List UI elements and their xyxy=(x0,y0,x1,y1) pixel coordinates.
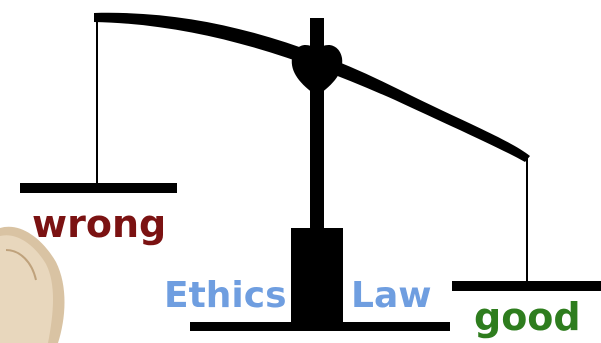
label-ethics: Ethics xyxy=(164,275,287,316)
thumb-image xyxy=(0,226,65,343)
right-pan xyxy=(452,281,601,291)
scale-base xyxy=(190,322,450,331)
label-law: Law xyxy=(351,275,432,316)
label-wrong: wrong xyxy=(32,202,166,246)
label-good: good xyxy=(474,295,581,339)
scale-pedestal xyxy=(291,228,343,324)
left-pan xyxy=(20,183,177,193)
